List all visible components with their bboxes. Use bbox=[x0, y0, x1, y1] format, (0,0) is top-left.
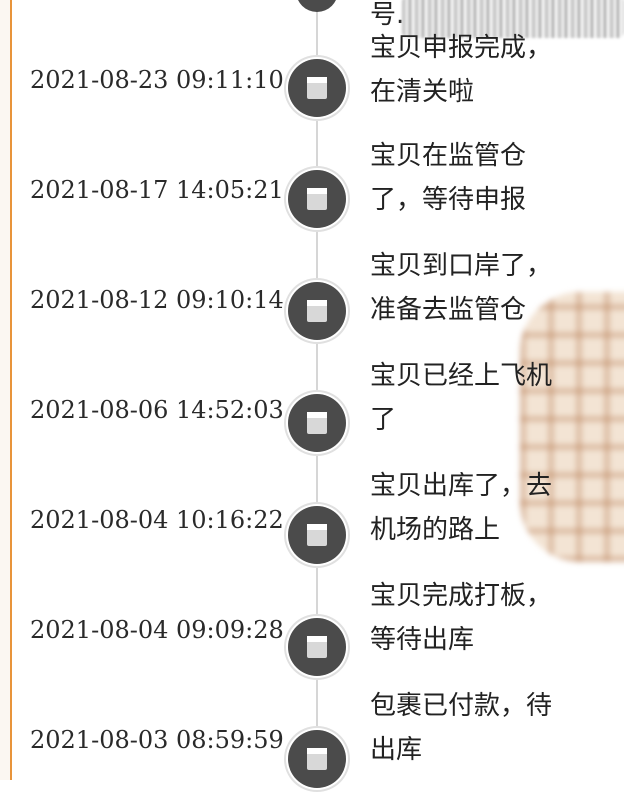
event-text: 宝贝在监管仓 了，等待申报 bbox=[370, 134, 570, 222]
timeline-line bbox=[316, 0, 318, 780]
redacted-blur bbox=[402, 0, 624, 38]
timeline-event: 2021-08-12 09:10:14 宝贝到口岸了， 准备去监管仓 bbox=[0, 250, 624, 360]
previous-event-node bbox=[296, 0, 338, 12]
document-icon bbox=[307, 300, 327, 322]
event-text: 宝贝出库了，去 机场的路上 bbox=[370, 464, 570, 552]
event-text-line2: 等待出库 bbox=[370, 625, 475, 655]
document-icon bbox=[307, 77, 327, 99]
document-icon bbox=[307, 636, 327, 658]
event-node bbox=[288, 394, 346, 452]
event-text: 宝贝到口岸了， 准备去监管仓 bbox=[370, 244, 570, 332]
timeline-event: 2021-08-04 09:09:28 宝贝完成打板， 等待出库 bbox=[0, 580, 624, 690]
event-node bbox=[288, 282, 346, 340]
event-text-line2: 了，等待申报 bbox=[370, 185, 527, 215]
left-accent-rule bbox=[0, 0, 12, 780]
event-text: 宝贝申报完成， 在清关啦 bbox=[370, 26, 570, 114]
event-text: 宝贝完成打板， 等待出库 bbox=[370, 574, 570, 662]
timeline-event: 2021-08-04 10:16:22 宝贝出库了，去 机场的路上 bbox=[0, 470, 624, 580]
event-text-line2: 了 bbox=[370, 405, 397, 435]
event-text-line2: 准备去监管仓 bbox=[370, 295, 527, 325]
event-node bbox=[288, 170, 346, 228]
event-text-line1: 宝贝在监管仓 bbox=[370, 141, 527, 171]
event-node bbox=[288, 506, 346, 564]
event-text: 包裹已付款，待 出库 bbox=[370, 684, 570, 772]
plaid-fabric-overlay bbox=[520, 292, 624, 562]
document-icon bbox=[307, 524, 327, 546]
previous-event-text: 号. bbox=[370, 0, 405, 30]
event-text-line1: 宝贝完成打板， bbox=[370, 581, 553, 611]
timeline-event: 2021-08-06 14:52:03 宝贝已经上飞机 了 bbox=[0, 360, 624, 470]
event-node bbox=[288, 59, 346, 117]
document-icon bbox=[307, 188, 327, 210]
event-text-line1: 宝贝出库了，去 bbox=[370, 471, 553, 501]
event-text-line1: 宝贝已经上飞机 bbox=[370, 361, 553, 391]
document-icon bbox=[307, 412, 327, 434]
timeline-event: 2021-08-17 14:05:21 宝贝在监管仓 了，等待申报 bbox=[0, 140, 624, 250]
event-text-line1: 宝贝到口岸了， bbox=[370, 251, 553, 281]
event-time: 2021-08-04 10:16:22 bbox=[30, 506, 284, 534]
event-time: 2021-08-12 09:10:14 bbox=[30, 286, 284, 314]
event-time: 2021-08-03 08:59:59 bbox=[30, 726, 284, 754]
event-node bbox=[288, 618, 346, 676]
timeline-event: 2021-08-23 09:11:10 宝贝申报完成， 在清关啦 bbox=[0, 30, 624, 140]
event-text-line2: 出库 bbox=[370, 735, 423, 765]
event-time: 2021-08-04 09:09:28 bbox=[30, 616, 284, 644]
event-text: 宝贝已经上飞机 了 bbox=[370, 354, 570, 442]
event-time: 2021-08-06 14:52:03 bbox=[30, 396, 284, 424]
event-time: 2021-08-23 09:11:10 bbox=[30, 66, 284, 94]
event-text-line2: 在清关啦 bbox=[370, 77, 475, 107]
event-text-line2: 机场的路上 bbox=[370, 515, 501, 545]
event-time: 2021-08-17 14:05:21 bbox=[30, 176, 284, 204]
event-text-line1: 包裹已付款，待 bbox=[370, 691, 553, 721]
event-text-line1: 宝贝申报完成， bbox=[370, 33, 553, 63]
document-icon bbox=[307, 748, 327, 770]
timeline-event: 2021-08-03 08:59:59 包裹已付款，待 出库 bbox=[0, 690, 624, 800]
event-node bbox=[288, 730, 346, 788]
